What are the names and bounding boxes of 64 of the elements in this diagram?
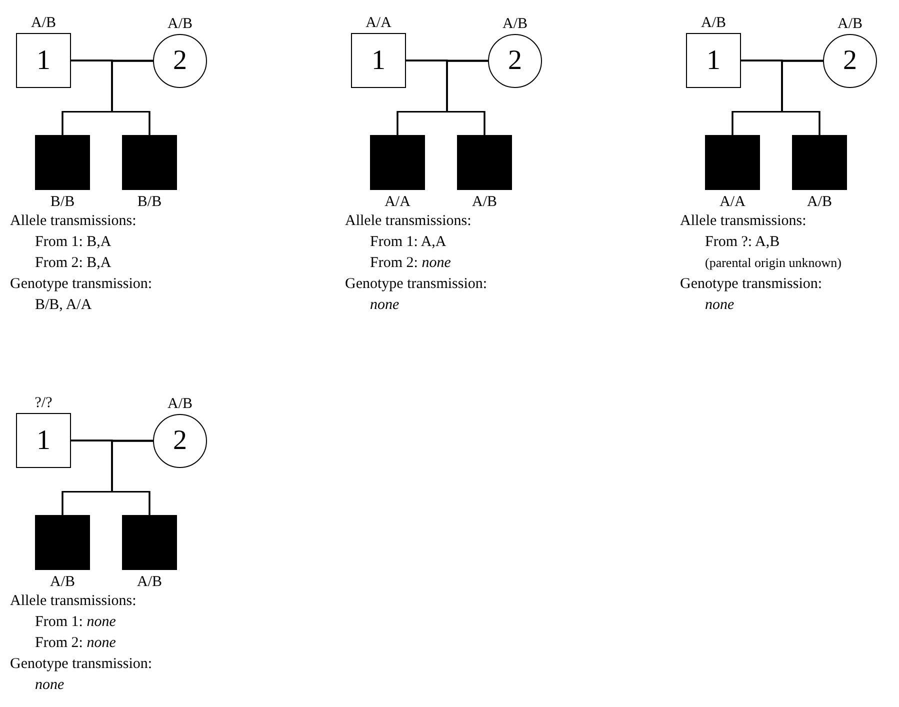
section-heading: Genotype transmission: [345,275,488,293]
descent-line [446,60,488,135]
female-circle [153,34,207,88]
transmission-note: From 1: none [35,613,116,631]
individual-number: 2 [508,47,522,75]
transmission-note: (parental origin unknown) [705,254,842,272]
genotype-label: A/A [384,194,412,210]
genotype-label: A/B [166,16,194,32]
section-heading: Allele transmissions: [10,592,136,610]
genotype-label: B/B [136,194,163,210]
genotype-label: A/B [806,194,833,210]
individual-number: 2 [173,47,187,75]
section-heading: Genotype transmission: [10,655,152,673]
transmission-note: From ?: A,B [705,233,780,251]
affected-male-square [35,135,90,190]
female-circle [153,414,207,468]
male-square [686,33,741,88]
genotype-label: A/A [364,15,392,31]
descent-line [781,60,823,135]
section-heading: Genotype transmission: [10,275,152,293]
male-square [16,413,71,468]
genotype-label: ?/? [34,395,54,411]
transmission-note: From 2: none [370,254,451,272]
genotype-label: A/B [836,16,864,32]
transmission-note: From 2: B,A [35,254,112,272]
genotype-label: A/B [470,194,498,210]
female-circle [488,34,542,88]
male-square [16,33,71,88]
female-circle [823,34,877,88]
individual-number: 1 [372,46,386,74]
section-heading: Allele transmissions: [10,212,136,230]
genotype-label: A/B [30,15,57,31]
section-heading: Genotype transmission: [680,275,822,293]
affected-male-square [705,135,760,190]
transmission-note: From 1: B,A [35,233,112,251]
genotype-label: A/A [718,194,746,210]
individual-number: 2 [173,427,187,455]
affected-male-square [122,135,177,190]
genotype-label: A/B [48,574,76,590]
individual-number: 1 [706,46,720,74]
descent-line [111,440,153,515]
affected-male-square [457,135,512,190]
affected-male-square [792,135,847,190]
transmission-note: none [370,296,400,314]
genotype-label: A/B [136,574,163,590]
section-heading: Allele transmissions: [680,212,806,230]
individual-number: 2 [843,47,857,75]
section-heading: Allele transmissions: [345,212,472,230]
affected-male-square [122,515,177,570]
affected-male-square [35,515,90,570]
genotype-label: A/B [501,16,528,32]
transmission-note: none [35,676,64,694]
transmission-note: B/B, A/A [35,296,92,314]
affected-male-square [370,135,425,190]
descent-line [111,60,153,135]
genotype-label: A/B [166,396,194,412]
genotype-label: A/B [700,15,727,31]
transmission-note: From 1: A,A [370,233,446,251]
genotype-label: B/B [49,194,76,210]
individual-number: 1 [36,46,50,74]
male-square [351,33,406,88]
individual-number: 1 [36,426,50,454]
transmission-note: From 2: none [35,634,116,652]
transmission-note: none [705,296,734,314]
